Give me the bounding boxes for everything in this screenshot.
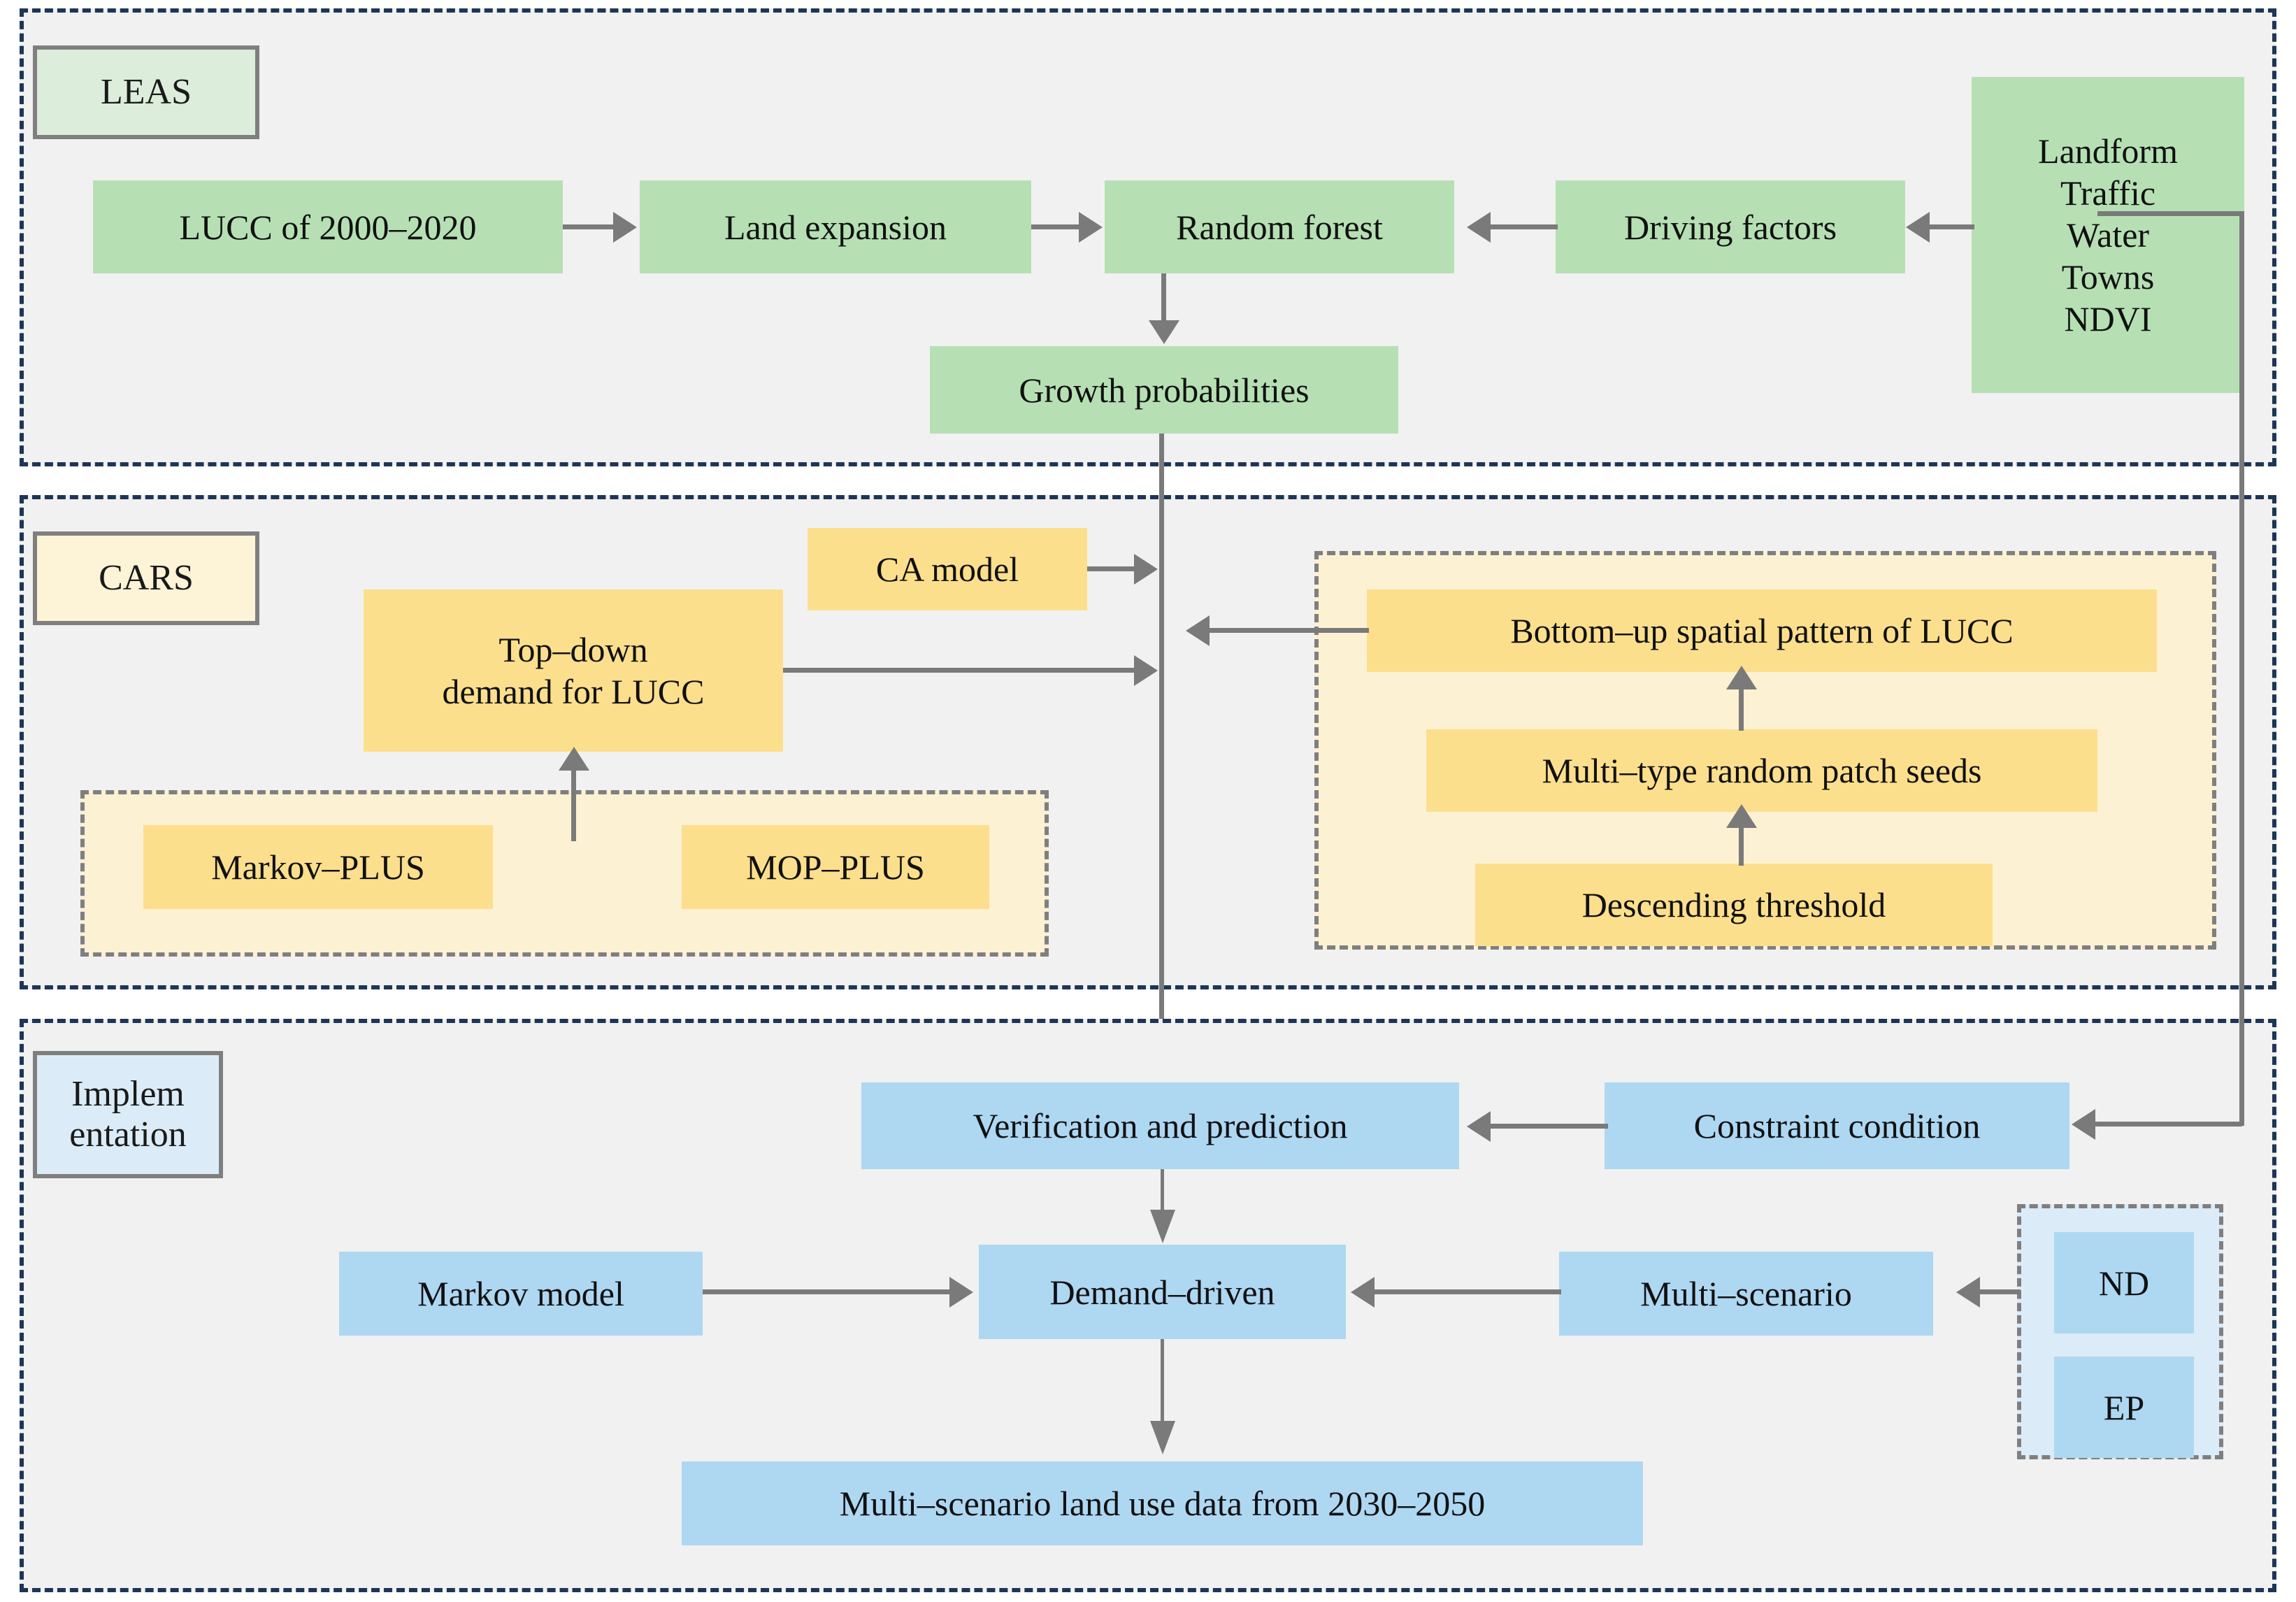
node-random-forest-label: Random forest [1176,207,1383,247]
factor-item-towns: Towns [2061,257,2155,296]
node-multi-scenario-label: Multi–scenario [1640,1274,1852,1313]
factor-item-ndvi: NDVI [2064,299,2152,338]
connector-factorlist-right-stub [2097,211,2244,216]
node-growth-probabilities[interactable]: Growth probabilities [930,346,1398,434]
connector-verification-to-demand-driven [1161,1169,1164,1226]
node-ca-model-label: CA model [875,550,1019,589]
node-bottom-up-pattern[interactable]: Bottom–up spatial pattern of LUCC [1367,589,2157,672]
trunk-growth-to-verification [1159,434,1164,1082]
arrowhead-random-forest-to-growth [1149,320,1179,344]
arrowhead-bottom-up-to-trunk [1186,615,1210,646]
section-label-cars-text: CARS [99,557,194,598]
section-label-implementation-line2: entation [69,1115,187,1154]
node-scenario-nd-label: ND [2098,1263,2150,1303]
node-lucc-label: LUCC of 2000–2020 [179,207,477,247]
connector-random-forest-to-growth [1161,273,1166,324]
arrowhead-multi-scenario-to-demand-driven [1351,1277,1375,1308]
node-markov-model[interactable]: Markov model [339,1252,703,1336]
arrowhead-markov-model-to-demand-driven [949,1277,973,1308]
arrowhead-constraint-to-verification [1467,1111,1491,1142]
arrowhead-demand-driven-to-output [1150,1421,1175,1454]
node-verification-label: Verification and prediction [973,1106,1348,1145]
node-bottom-up-label: Bottom–up spatial pattern of LUCC [1510,611,2014,650]
arrowhead-ca-model-to-trunk [1134,554,1158,585]
connector-constraint-to-verification [1489,1124,1608,1129]
arrowhead-right-to-constraint [2072,1109,2095,1140]
arrowhead-subgroup-to-top-down [559,747,589,771]
connector-subgroup-to-top-down [571,764,576,841]
connector-seeds-to-bottom-up [1739,682,1744,731]
node-top-down-line1: Top–down [498,630,648,669]
node-verification-and-prediction[interactable]: Verification and prediction [861,1082,1459,1169]
node-random-forest[interactable]: Random forest [1105,180,1454,273]
node-descending-threshold[interactable]: Descending threshold [1475,864,1993,946]
arrowhead-threshold-to-seeds [1726,804,1757,828]
section-label-implementation: Implem entation [33,1051,223,1178]
connector-ca-model-to-trunk [1087,566,1136,571]
node-demand-driven[interactable]: Demand–driven [979,1245,1346,1339]
arrowhead-scenario-group-to-multi-scenario [1956,1277,1980,1308]
node-driving-factor-list[interactable]: Landform Traffic Water Towns NDVI [1972,77,2244,393]
section-label-leas: LEAS [33,45,259,139]
factor-item-water: Water [2066,215,2150,255]
factor-item-traffic: Traffic [2060,173,2156,213]
node-top-down-line2: demand for LUCC [442,672,705,711]
node-constraint-condition[interactable]: Constraint condition [1605,1082,2069,1169]
connector-top-down-to-trunk [783,668,1136,673]
arrowhead-factor-list-to-driving-factors [1906,212,1930,243]
arrowhead-lucc-to-land-expansion [613,212,637,243]
node-ca-model[interactable]: CA model [808,528,1087,610]
connector-scenario-group-to-multi-scenario [1979,1289,2021,1294]
node-driving-factors[interactable]: Driving factors [1556,180,1905,273]
arrowhead-top-down-to-trunk [1134,655,1158,686]
node-scenario-ep[interactable]: EP [2054,1357,2194,1458]
node-patch-seeds-label: Multi–type random patch seeds [1542,751,1982,790]
node-markov-model-label: Markov model [417,1274,624,1313]
node-land-expansion-label: Land expansion [724,207,947,247]
connector-demand-driven-to-output [1161,1339,1164,1431]
connector-threshold-to-seeds [1739,820,1744,866]
section-label-cars: CARS [33,531,259,625]
node-output-label: Multi–scenario land use data from 2030–2… [839,1484,1486,1523]
connector-driving-factors-to-random-forest [1489,224,1558,229]
node-mop-plus-label: MOP–PLUS [746,848,925,887]
node-top-down-demand[interactable]: Top–down demand for LUCC [364,589,783,752]
node-demand-driven-label: Demand–driven [1049,1272,1275,1312]
arrowhead-verification-to-demand-driven [1150,1210,1175,1243]
node-markov-plus[interactable]: Markov–PLUS [143,825,493,909]
connector-land-expansion-to-random-forest [1031,224,1082,229]
node-descending-threshold-label: Descending threshold [1581,885,1886,924]
node-multi-scenario[interactable]: Multi–scenario [1559,1252,1933,1336]
node-scenario-nd[interactable]: ND [2054,1232,2194,1333]
node-land-expansion[interactable]: Land expansion [640,180,1031,273]
arrowhead-driving-factors-to-random-forest [1467,212,1491,243]
section-label-implementation-line1: Implem [71,1073,185,1114]
node-growth-probabilities-label: Growth probabilities [1019,370,1310,410]
section-label-leas-text: LEAS [101,71,192,112]
arrowhead-seeds-to-bottom-up [1726,666,1757,689]
node-lucc-2000-2020[interactable]: LUCC of 2000–2020 [93,180,563,273]
arrowhead-land-expansion-to-random-forest [1079,212,1103,243]
connector-multi-scenario-to-demand-driven [1374,1289,1561,1294]
connector-lucc-to-land-expansion [563,224,616,229]
node-markov-plus-label: Markov–PLUS [211,848,425,887]
connector-factorlist-right-vertical [2239,211,2244,1126]
factor-item-landform: Landform [2038,131,2178,171]
node-mop-plus[interactable]: MOP–PLUS [682,825,989,909]
node-scenario-ep-label: EP [2103,1387,2145,1427]
connector-markov-model-to-demand-driven [703,1289,953,1294]
node-patch-seeds[interactable]: Multi–type random patch seeds [1426,729,2097,812]
connector-bottom-up-to-trunk [1210,628,1369,633]
node-output-land-use-data[interactable]: Multi–scenario land use data from 2030–2… [682,1461,1643,1545]
connector-right-to-constraint [2094,1122,2242,1127]
node-driving-factors-label: Driving factors [1623,207,1837,247]
node-constraint-label: Constraint condition [1693,1106,1981,1145]
connector-factor-list-to-driving-factors [1928,224,1974,229]
